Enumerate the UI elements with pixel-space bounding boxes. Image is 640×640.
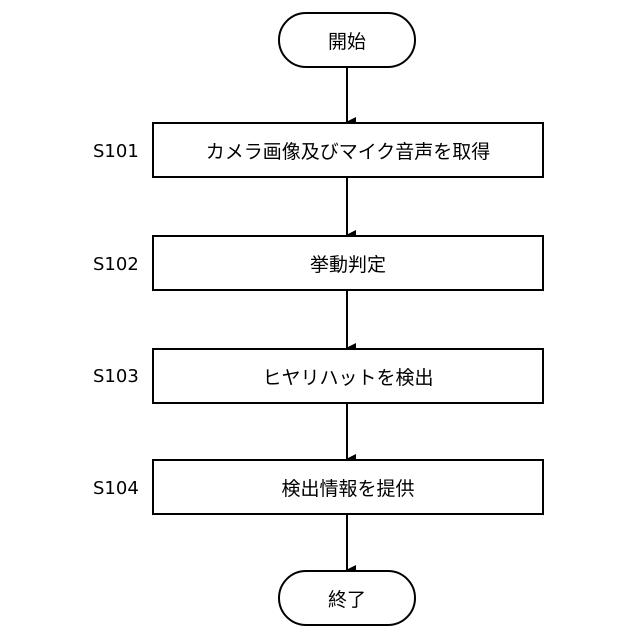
process-box-s101: カメラ画像及びマイク音声を取得 — [152, 122, 544, 178]
process-label-s104: 検出情報を提供 — [281, 474, 414, 501]
process-box-s102: 挙動判定 — [152, 235, 544, 291]
step-id-s101: S101 — [93, 142, 139, 162]
step-id-s103: S103 — [93, 367, 139, 387]
start-label: 開始 — [328, 27, 366, 54]
process-box-s103: ヒヤリハットを検出 — [152, 348, 544, 404]
process-label-s101: カメラ画像及びマイク音声を取得 — [206, 137, 491, 164]
end-label: 終了 — [328, 585, 366, 612]
step-id-s102: S102 — [93, 255, 139, 275]
end-terminal: 終了 — [278, 570, 416, 626]
process-box-s104: 検出情報を提供 — [152, 459, 544, 515]
step-id-s104: S104 — [93, 479, 139, 499]
start-terminal: 開始 — [278, 12, 416, 68]
process-label-s102: 挙動判定 — [310, 250, 386, 277]
process-label-s103: ヒヤリハットを検出 — [262, 363, 433, 390]
